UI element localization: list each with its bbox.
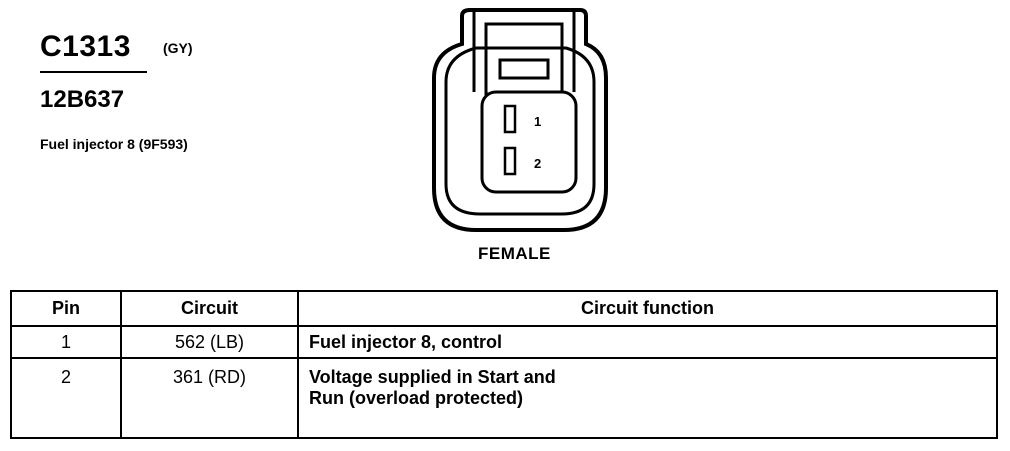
connector-gender: FEMALE (478, 244, 551, 263)
terminal-housing (480, 90, 578, 194)
circuit-number: 361 (RD) (120, 357, 299, 439)
locking-tab-latch (498, 58, 550, 80)
pin-2-label: 2 (534, 156, 541, 171)
circuit-function: Voltage supplied in Start and Run (overl… (297, 357, 998, 439)
pin-number: 1 (10, 325, 122, 359)
connector-color-code: (GY) (163, 40, 193, 56)
pin-2-cavity (503, 146, 517, 176)
locking-tab (472, 10, 576, 92)
circuit-function-line: Run (overload protected) (309, 388, 524, 408)
table-row: 1 562 (LB) Fuel injector 8, control (10, 325, 998, 359)
connector-face-diagram: 1 2 (432, 8, 608, 232)
pinout-table: Pin Circuit Circuit function 1 562 (LB) … (10, 290, 998, 439)
circuit-function: Fuel injector 8, control (297, 325, 998, 359)
table-header-row: Pin Circuit Circuit function (10, 290, 998, 327)
header-pin: Pin (10, 290, 122, 327)
pin-number: 2 (10, 357, 122, 439)
circuit-function-line: Voltage supplied in Start and (309, 367, 556, 387)
title-underline (40, 71, 147, 73)
part-number: 12B637 (40, 86, 125, 113)
connector-code: C1313 (40, 30, 131, 63)
circuit-number: 562 (LB) (120, 325, 299, 359)
circuit-function-line: Fuel injector 8, control (309, 331, 503, 352)
connector-description: Fuel injector 8 (9F593) (40, 136, 188, 152)
pin-1-cavity (503, 104, 517, 134)
header-circuit-function: Circuit function (297, 290, 998, 327)
table-row: 2 361 (RD) Voltage supplied in Start and… (10, 357, 998, 439)
header-circuit: Circuit (120, 290, 299, 327)
connector-outer-shell (432, 8, 608, 232)
pin-1-label: 1 (534, 114, 541, 129)
connector-inner-shell (444, 46, 596, 216)
